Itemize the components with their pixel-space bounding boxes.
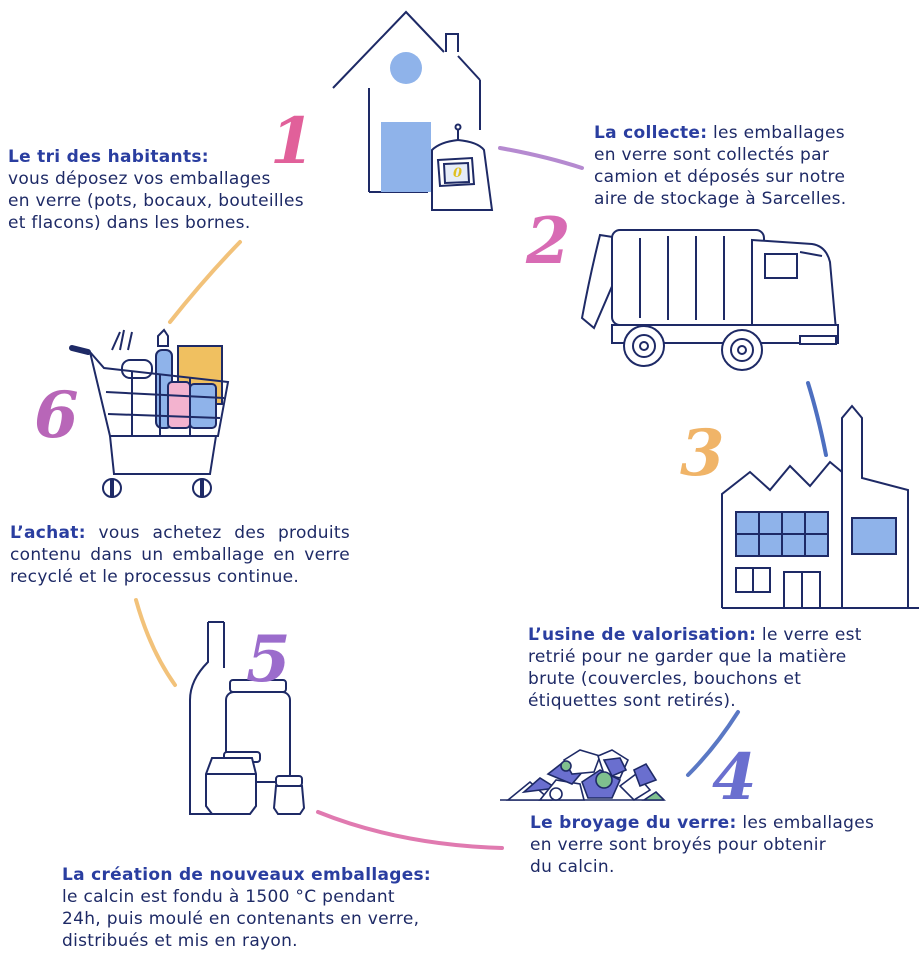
step-3-line: retrié pour ne garder que la matière xyxy=(528,647,847,667)
shopping-cart-icon xyxy=(69,328,230,498)
step-number-6: 6 xyxy=(34,378,79,453)
arc-1-2 xyxy=(498,146,584,170)
step-4-line: du calcin. xyxy=(530,857,615,877)
step-1-line: et flacons) dans les bornes. xyxy=(8,213,251,233)
step-3-line: le verre est xyxy=(761,625,862,645)
step-1-line: en verre (pots, bocaux, bouteilles xyxy=(8,191,304,211)
bin-counter: 0 xyxy=(453,166,462,181)
house-icon xyxy=(332,10,481,193)
step-1-line: vous déposez vos emballages xyxy=(8,169,271,189)
step-number-3: 3 xyxy=(680,416,725,491)
step-4-text: Le broyage du verre: les emballages en v… xyxy=(530,812,915,878)
step-2-line: aire de stockage à Sarcelles. xyxy=(594,189,847,209)
arc-4-5 xyxy=(316,810,504,850)
step-4-line: les emballages xyxy=(742,813,875,833)
step-4-line: en verre sont broyés pour obtenir xyxy=(530,835,827,855)
step-2-line: en verre sont collectés par xyxy=(594,145,830,165)
step-1-text: Le tri des habitants: vous déposez vos e… xyxy=(8,146,368,234)
crushed-glass-icon xyxy=(500,749,666,802)
step-5-line: 24h, puis moulé en contenants en verre, xyxy=(62,909,420,929)
step-5-line: distribués et mis en rayon. xyxy=(62,931,298,951)
step-number-4: 4 xyxy=(712,740,757,815)
step-6-text: L’achat: vous achetez des produits conte… xyxy=(10,522,350,588)
step-2-line: les emballages xyxy=(713,123,845,143)
step-4-title: Le broyage du verre: xyxy=(530,813,737,833)
step-number-2: 2 xyxy=(526,204,571,279)
arc-6-1 xyxy=(168,240,242,324)
step-3-text: L’usine de valorisation: le verre est re… xyxy=(528,624,913,712)
step-5-title: La création de nouveaux emballages: xyxy=(62,865,432,885)
step-2-line: camion et déposés sur notre xyxy=(594,167,846,187)
step-2-text: La collecte: les emballages en verre son… xyxy=(594,122,914,210)
step-number-5: 5 xyxy=(246,622,291,697)
glass-bin-icon xyxy=(431,123,494,211)
step-3-title: L’usine de valorisation: xyxy=(528,625,757,645)
factory-icon xyxy=(721,404,919,609)
arc-5-6 xyxy=(134,598,177,687)
step-6-line: vous achetez des produits contenu dans u… xyxy=(10,523,350,587)
step-1-title: Le tri des habitants: xyxy=(8,147,209,167)
step-5-text: La création de nouveaux emballages: le c… xyxy=(62,864,462,952)
step-3-line: brute (couvercles, bouchons et xyxy=(528,669,802,689)
step-number-1: 1 xyxy=(270,104,315,179)
glass-jars-icon xyxy=(189,621,306,815)
arc-2-3 xyxy=(806,381,828,457)
step-2-title: La collecte: xyxy=(594,123,708,143)
step-3-line: étiquettes sont retirés). xyxy=(528,691,736,711)
garbage-truck-icon xyxy=(580,229,839,371)
step-5-line: le calcin est fondu à 1500 °C pendant xyxy=(62,887,395,907)
step-6-title: L’achat: xyxy=(10,523,86,543)
arc-3-4 xyxy=(686,710,740,777)
